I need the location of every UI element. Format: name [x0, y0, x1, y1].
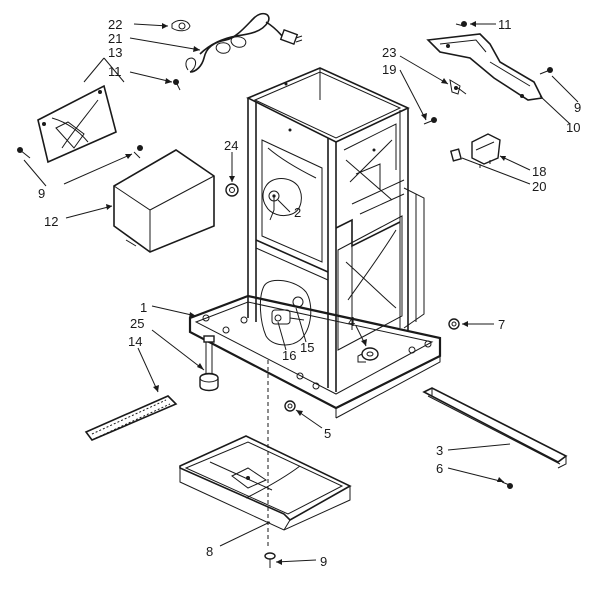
callout-22: 22 [108, 17, 122, 32]
screw-9-bottom [264, 552, 276, 568]
callout-12: 12 [44, 214, 58, 229]
part-10-bracket [426, 33, 544, 101]
callout-2: 2 [294, 205, 301, 220]
callout-14: 14 [128, 334, 142, 349]
screw-12-top [133, 145, 143, 159]
callout-13: 13 [108, 45, 122, 60]
callout-25: 25 [130, 316, 144, 331]
screw-11-top [455, 21, 467, 27]
part-8-tray [179, 435, 352, 531]
callout-1: 1 [140, 300, 147, 315]
callout-5: 5 [324, 426, 331, 441]
part-13-back-panel [37, 84, 117, 164]
callout-3: 3 [436, 443, 443, 458]
part-15-16-lower-controls [259, 279, 312, 346]
callout-8: 8 [206, 544, 213, 559]
part-19-screw [423, 117, 437, 125]
callout-6: 6 [436, 461, 443, 476]
callout-20: 20 [532, 179, 546, 194]
leader-lines [23, 21, 579, 565]
callout-9-left: 9 [38, 186, 45, 201]
callout-19: 19 [382, 62, 396, 77]
screw-9-right [539, 67, 553, 75]
callout-16: 16 [282, 348, 296, 363]
callout-7: 7 [498, 317, 505, 332]
callout-9-bottom: 9 [320, 554, 327, 569]
callout-11-left: 11 [108, 64, 122, 79]
callout-23: 23 [382, 45, 396, 60]
part-4-knob [357, 347, 379, 363]
part-3-rail [422, 387, 568, 469]
part-7-nut [448, 318, 460, 330]
callout-4: 4 [348, 314, 355, 329]
part-6-screw [501, 481, 513, 489]
callout-10: 10 [566, 120, 580, 135]
callout-9-right: 9 [574, 100, 581, 115]
part-25-foot [199, 335, 219, 392]
callout-15: 15 [300, 340, 314, 355]
screw-11-left [173, 79, 181, 91]
part-21-power-cord [185, 12, 303, 73]
callout-24: 24 [224, 138, 238, 153]
part-20-clip [449, 148, 463, 162]
callout-labels: 22 21 13 11 11 23 19 9 10 9 12 24 2 18 2… [38, 17, 581, 569]
part-23-connector [449, 79, 467, 95]
callout-11-top: 11 [498, 17, 512, 32]
part-14-pad [84, 395, 178, 441]
cabinet-frame [188, 67, 442, 419]
part-12-cover [113, 149, 215, 253]
callout-21: 21 [108, 31, 122, 46]
part-24-grommet [225, 183, 239, 197]
part-2-upper-component [262, 178, 302, 221]
part-18-switch [471, 133, 501, 168]
screw-9-left [17, 147, 31, 159]
part-22-clamp [171, 19, 191, 32]
callout-18: 18 [532, 164, 546, 179]
part-5-nut [284, 400, 296, 412]
